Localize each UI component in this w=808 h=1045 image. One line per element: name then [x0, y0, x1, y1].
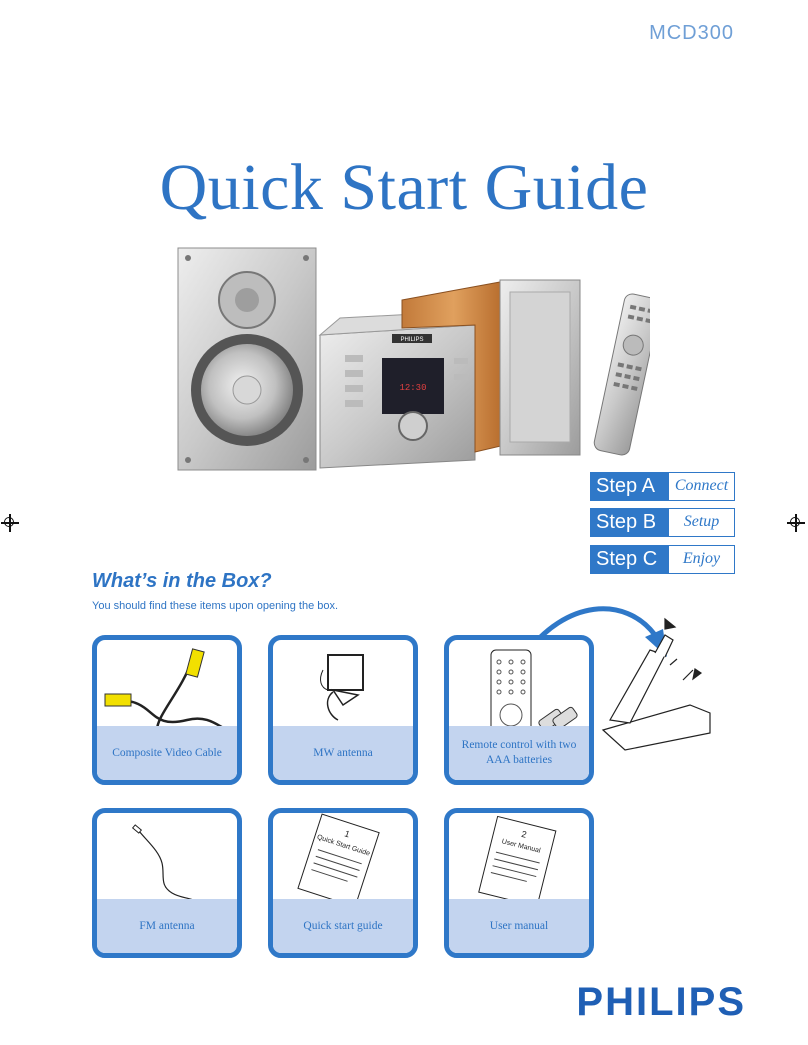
step-action: Connect [668, 472, 735, 501]
item-caption: Remote control with two AAA batteries [449, 726, 589, 780]
item-caption: User manual [449, 899, 589, 953]
step-a: Step A Connect [590, 472, 735, 501]
booklet-number: 2 [520, 829, 527, 840]
box-heading: What’s in the Box? [92, 570, 272, 592]
quick-guide-booklet-icon: 1 Quick Start Guide [297, 813, 380, 903]
box-subheading: You should find these items upon opening… [92, 600, 339, 612]
step-action: Setup [668, 508, 735, 537]
model-number: MCD300 [649, 22, 734, 44]
registration-mark-right [787, 514, 805, 532]
item-card-remote-batteries: Remote control with two AAA batteries [444, 635, 594, 785]
unit-brand: PHILIPS [400, 337, 423, 343]
page-title: Quick Start Guide [159, 151, 649, 224]
brand-logo: PHILIPS [576, 980, 746, 1024]
left-speaker [177, 247, 317, 471]
main-unit: 12:30 PHILIPS [318, 309, 492, 469]
step-label: Step C [590, 545, 668, 574]
item-caption: Quick start guide [273, 899, 413, 953]
item-card-quick-start-guide: 1 Quick Start Guide Quick start guide [268, 808, 418, 958]
step-label: Step B [590, 508, 668, 537]
item-caption: Composite Video Cable [97, 726, 237, 780]
step-c: Step C Enjoy [590, 545, 735, 574]
item-card-video-cable: Composite Video Cable [92, 635, 242, 785]
registration-mark-left [1, 514, 19, 532]
video-cable-icon [104, 648, 228, 730]
remote-batteries-icon [490, 649, 578, 730]
product-illustration: 12:30 PHILIPS [177, 247, 650, 471]
fm-antenna-icon [131, 824, 198, 903]
booklet-number: 1 [343, 828, 351, 839]
remote-control [593, 293, 650, 456]
item-caption: FM antenna [97, 899, 237, 953]
display-time: 12:30 [399, 383, 426, 393]
remote-back-icon [601, 617, 711, 751]
step-action: Enjoy [668, 545, 735, 574]
right-speaker [401, 279, 581, 456]
user-manual-booklet-icon: 2 User Manual [478, 815, 557, 903]
mw-antenna-icon [320, 654, 364, 721]
item-card-user-manual: 2 User Manual User manual [444, 808, 594, 958]
item-card-fm-antenna: FM antenna [92, 808, 242, 958]
step-label: Step A [590, 472, 668, 501]
step-b: Step B Setup [590, 508, 735, 537]
item-card-mw-antenna: MW antenna [268, 635, 418, 785]
item-caption: MW antenna [273, 726, 413, 780]
